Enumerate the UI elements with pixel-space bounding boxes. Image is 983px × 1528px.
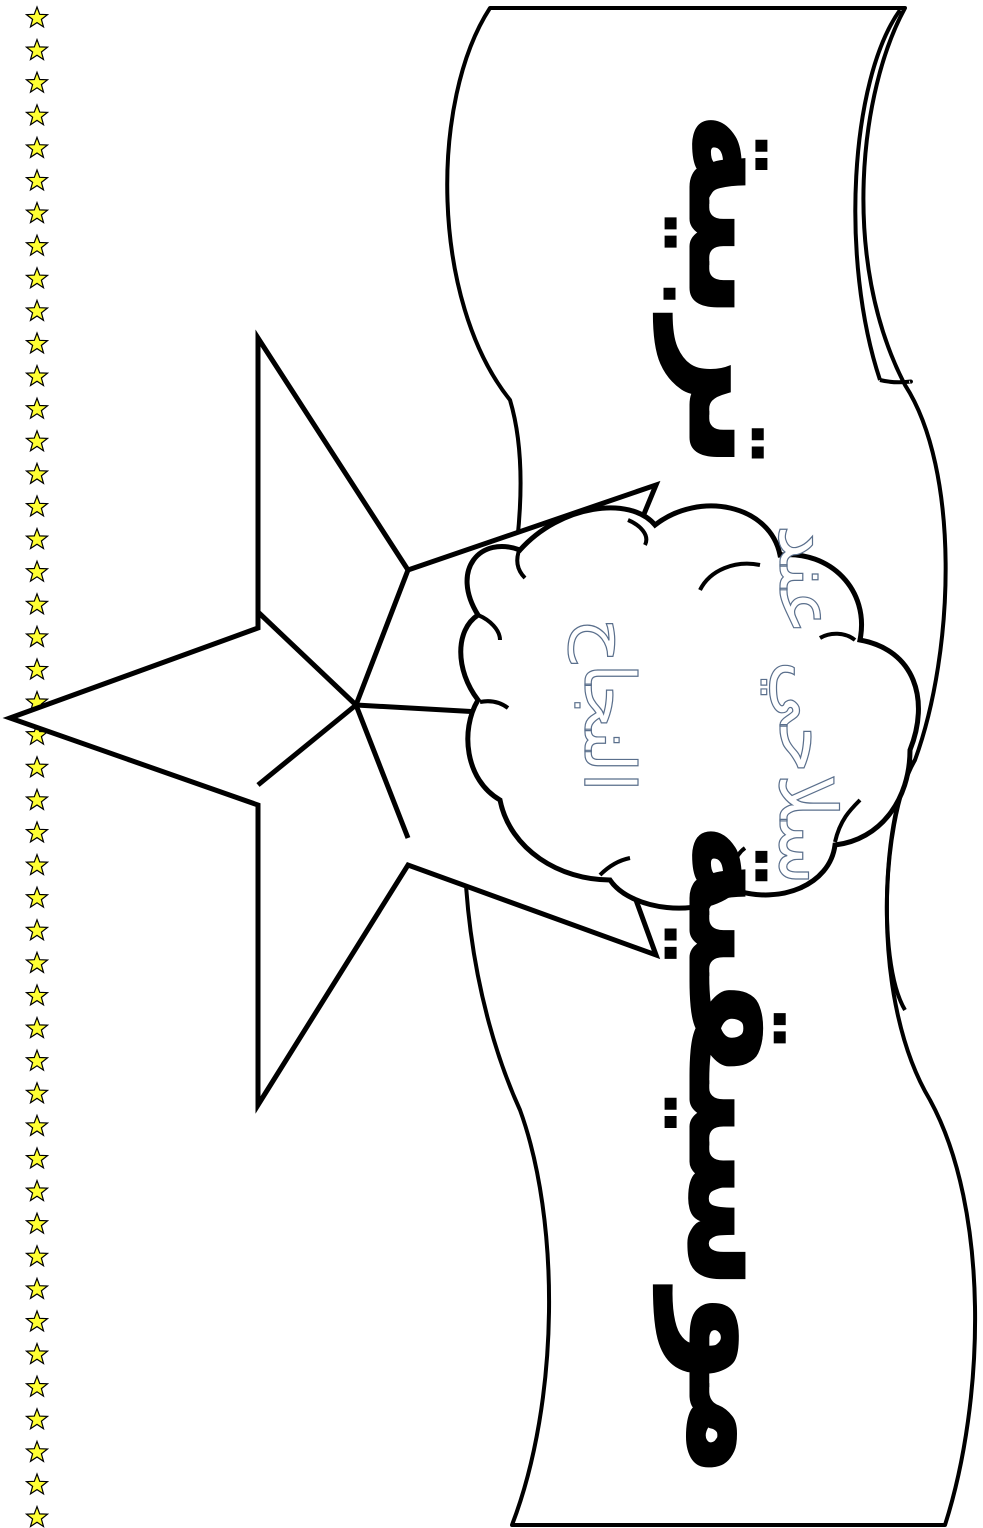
star-icon bbox=[27, 1441, 48, 1461]
star-icon bbox=[27, 1181, 48, 1201]
star-icon bbox=[27, 1409, 48, 1429]
banner-upper-word: تربية bbox=[653, 111, 828, 469]
star-icon bbox=[27, 1246, 48, 1266]
star-icon bbox=[27, 822, 48, 842]
star-icon bbox=[27, 398, 48, 418]
star-icon bbox=[27, 105, 48, 125]
star-icon bbox=[27, 757, 48, 777]
cloud-line-1: سلاحي عند bbox=[761, 525, 851, 886]
star-icon bbox=[27, 1213, 48, 1233]
star-icon bbox=[27, 1148, 48, 1168]
cloud-line-2: النجاح bbox=[568, 618, 650, 792]
star-icon bbox=[27, 235, 48, 255]
star-icon bbox=[27, 496, 48, 516]
star-border bbox=[27, 7, 48, 1527]
star-icon bbox=[27, 170, 48, 190]
star-icon bbox=[27, 1115, 48, 1135]
star-icon bbox=[27, 431, 48, 451]
star-icon bbox=[27, 1278, 48, 1298]
star-icon bbox=[27, 1344, 48, 1364]
star-icon bbox=[27, 1474, 48, 1494]
star-icon bbox=[27, 1083, 48, 1103]
star-icon bbox=[27, 887, 48, 907]
star-icon bbox=[27, 463, 48, 483]
star-icon bbox=[27, 789, 48, 809]
star-icon bbox=[27, 659, 48, 679]
star-icon bbox=[27, 594, 48, 614]
banner-lower-word: موسيقية bbox=[653, 822, 828, 1478]
star-icon bbox=[27, 1018, 48, 1038]
star-icon bbox=[27, 626, 48, 646]
star-icon bbox=[27, 1507, 48, 1527]
star-icon bbox=[27, 920, 48, 940]
star-icon bbox=[27, 1050, 48, 1070]
star-icon bbox=[27, 529, 48, 549]
star-icon bbox=[27, 300, 48, 320]
star-icon bbox=[27, 137, 48, 157]
star-icon bbox=[27, 333, 48, 353]
star-icon bbox=[27, 268, 48, 288]
star-icon bbox=[27, 855, 48, 875]
star-icon bbox=[27, 7, 48, 27]
star-icon bbox=[27, 1311, 48, 1331]
star-icon bbox=[27, 952, 48, 972]
star-icon bbox=[27, 40, 48, 60]
star-icon bbox=[27, 561, 48, 581]
star-icon bbox=[27, 1376, 48, 1396]
star-icon bbox=[27, 366, 48, 386]
star-icon bbox=[27, 203, 48, 223]
star-icon bbox=[27, 985, 48, 1005]
star-icon bbox=[27, 72, 48, 92]
